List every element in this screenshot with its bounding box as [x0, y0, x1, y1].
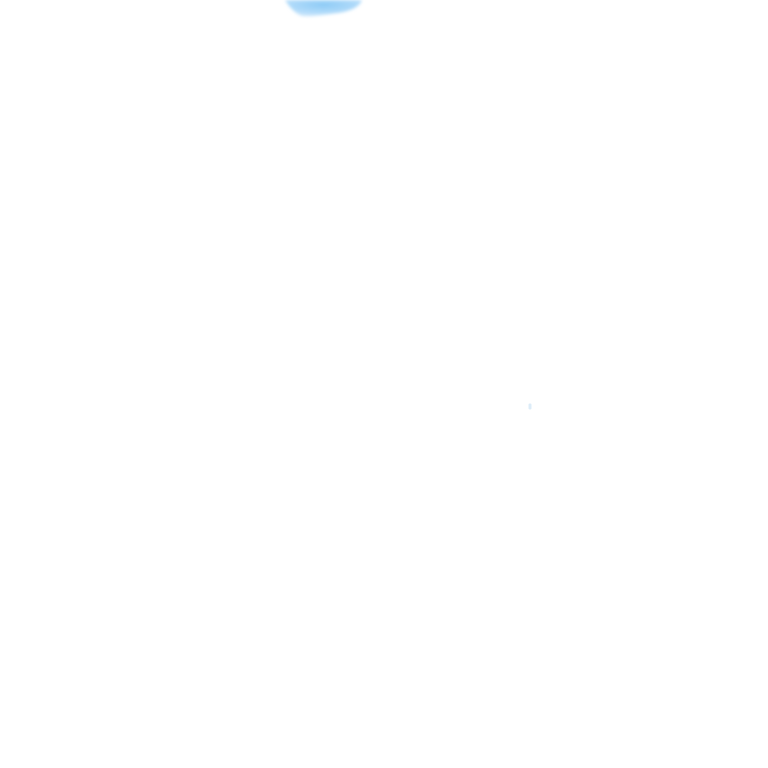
watercolor-blob-top	[285, 0, 362, 17]
watercolor-speck	[528, 403, 532, 410]
